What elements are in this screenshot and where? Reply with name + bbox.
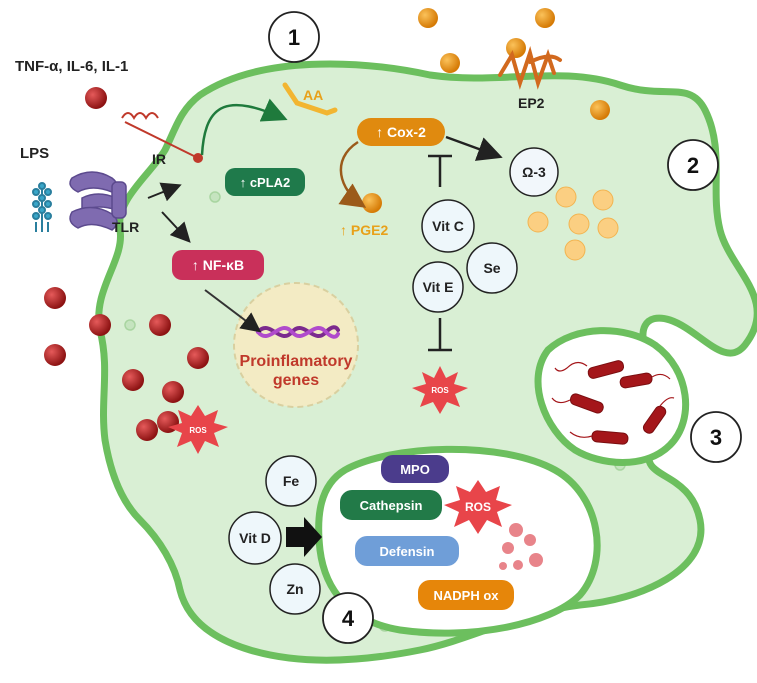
bacteria-fragments: [499, 523, 543, 570]
defensin-pill: Defensin: [355, 536, 459, 566]
se-circle: Se: [466, 242, 518, 294]
vitc-label: Vit C: [432, 218, 464, 234]
svg-text:1: 1: [288, 25, 300, 50]
omega3-particles: [527, 186, 619, 261]
mpo-label: MPO: [400, 462, 430, 477]
ep2-receptor: [498, 46, 562, 90]
vite-label: Vit E: [423, 279, 454, 295]
pge2-particles: [362, 8, 610, 213]
step-number-4: 4: [322, 592, 374, 644]
cox2-label: ↑ Cox-2: [376, 124, 426, 140]
ir-label: IR: [152, 151, 166, 167]
aa-label: AA: [303, 87, 323, 103]
cpla2-pill: ↑ cPLA2: [225, 168, 305, 196]
cathepsin-pill: Cathepsin: [340, 490, 442, 520]
genes-label-line1: Proinflamatory: [240, 353, 353, 370]
vite-circle: Vit E: [412, 261, 464, 313]
aa-molecule: [282, 82, 338, 116]
svg-text:4: 4: [342, 606, 355, 631]
bacteria: [551, 360, 675, 445]
zn-circle: Zn: [269, 563, 321, 615]
se-label: Se: [483, 260, 500, 276]
ros-star-lysosome: ROS: [444, 480, 512, 534]
ros-label-center: ROS: [431, 386, 449, 395]
cpla2-label: ↑ cPLA2: [240, 175, 291, 190]
nadph-pill: NADPH ox: [418, 580, 514, 610]
pathway-arrows: [147, 98, 503, 557]
ros-star-center: ROS: [412, 366, 468, 414]
vitd-label: Vit D: [239, 530, 271, 546]
vitd-circle: Vit D: [228, 511, 282, 565]
ros-label-left: ROS: [189, 426, 207, 435]
ir-anchor: [193, 153, 203, 163]
tlr-label: TLR: [112, 219, 139, 235]
step-number-2: 2: [667, 139, 719, 191]
nucleus: [233, 282, 359, 408]
svg-text:3: 3: [710, 425, 722, 450]
cytokines-label: TNF-α, IL-6, IL-1: [15, 58, 128, 75]
ros-label-lysosome: ROS: [465, 500, 491, 514]
step-number-3: 3: [690, 411, 742, 463]
cathepsin-label: Cathepsin: [360, 498, 423, 513]
mpo-pill: MPO: [381, 455, 449, 483]
fe-circle: Fe: [265, 455, 317, 507]
defensin-label: Defensin: [380, 544, 435, 559]
nadph-label: NADPH ox: [433, 588, 499, 603]
step-number-1: 1: [268, 11, 320, 63]
zn-label: Zn: [286, 581, 303, 597]
ros-star-left: ROS: [168, 405, 228, 454]
genes-label-line2: genes: [273, 372, 319, 389]
lps-molecule: [32, 182, 52, 232]
pge2-label: ↑ PGE2: [340, 222, 388, 238]
ep2-label: EP2: [518, 95, 545, 111]
dna-helix: [256, 325, 340, 339]
cox2-pill: ↑ Cox-2: [357, 118, 445, 146]
lps-label: LPS: [20, 145, 49, 162]
ir-receptor: [121, 112, 199, 159]
svg-text:2: 2: [687, 153, 699, 178]
vitc-circle: Vit C: [421, 199, 475, 253]
omega3-circle: Ω-3: [509, 147, 559, 197]
omega3-label: Ω-3: [522, 164, 546, 180]
fe-label: Fe: [283, 473, 300, 489]
nfkb-label: ↑ NF-κB: [192, 257, 244, 273]
tlr-receptor: [69, 171, 127, 231]
nfkb-pill: ↑ NF-κB: [172, 250, 264, 280]
